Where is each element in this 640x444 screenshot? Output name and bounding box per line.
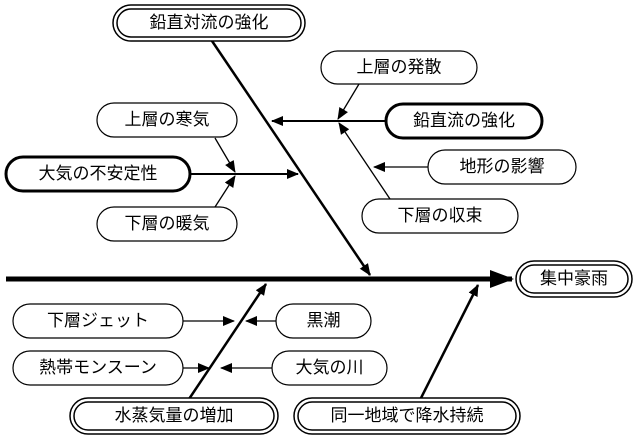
- vertical-convection-label: 鉛直対流の強化: [150, 13, 269, 33]
- tropical-monsoon-label: 熱帯モンスーン: [39, 358, 157, 378]
- water-vapor-bone-line: [181, 283, 268, 409]
- category-box-vertical-convection: 鉛直対流の強化: [112, 4, 306, 42]
- category-box-water-vapor: 水蒸気量の増加: [69, 397, 279, 435]
- category-box-precipitation-persistence: 同一地域で降水持続: [293, 397, 521, 435]
- low-level-jet-label: 下層ジェット: [47, 311, 149, 331]
- cause-box-terrain: 地形の影響: [427, 149, 577, 185]
- lower-warm-air-label: 下層の暖気: [125, 214, 210, 234]
- upper-divergence-label: 上層の発散: [357, 58, 442, 78]
- cause-box-lower-convergence: 下層の収束: [361, 198, 519, 234]
- cause-box-lower-warm-air: 下層の暖気: [96, 206, 238, 242]
- cause-box-atmospheric-instability: 大気の不安定性: [4, 155, 192, 193]
- upper-cold-air-label: 上層の寒気: [125, 110, 210, 130]
- persistence-bone-line: [418, 284, 480, 401]
- upper-bone-line: [208, 37, 372, 276]
- cause-box-low-level-jet: 下層ジェット: [12, 303, 184, 339]
- cause-box-kuroshio: 黒潮: [275, 303, 372, 339]
- kuroshio-label: 黒潮: [307, 311, 341, 331]
- lower-convergence-line: [338, 122, 393, 203]
- cause-box-upper-cold-air: 上層の寒気: [96, 102, 238, 138]
- upper-cold-air-arrow: [214, 137, 236, 173]
- atmospheric-river-label: 大気の川: [296, 358, 364, 378]
- lower-warm-air-arrow: [214, 175, 236, 208]
- cause-box-vertical-flow: 鉛直流の強化: [384, 102, 544, 140]
- terrain-label: 地形の影響: [460, 157, 545, 177]
- atmospheric-instability-label: 大気の不安定性: [39, 164, 158, 184]
- effect-box-heavy-rain: 集中豪雨: [515, 260, 633, 298]
- cause-box-atmospheric-river: 大気の川: [271, 350, 388, 386]
- upper-divergence-arrow: [337, 83, 360, 120]
- effect-label: 集中豪雨: [540, 268, 608, 289]
- vertical-flow-label: 鉛直流の強化: [413, 111, 515, 131]
- lower-convergence-label: 下層の収束: [398, 206, 483, 226]
- water-vapor-label: 水蒸気量の増加: [115, 406, 234, 426]
- precipitation-persistence-label: 同一地域で降水持続: [331, 406, 484, 426]
- cause-box-tropical-monsoon: 熱帯モンスーン: [12, 350, 184, 386]
- cause-box-upper-divergence: 上層の発散: [320, 50, 478, 85]
